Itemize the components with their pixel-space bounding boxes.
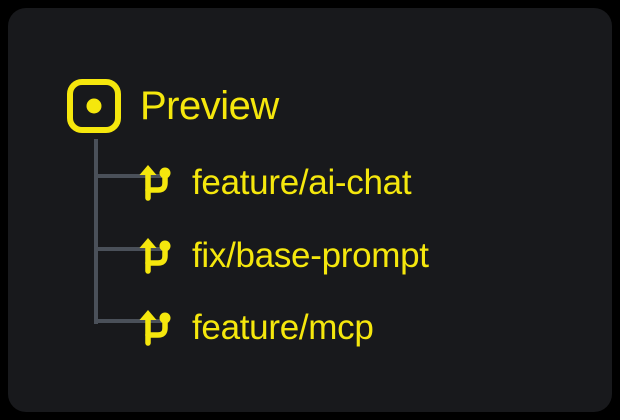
git-branch-icon <box>139 165 171 201</box>
tree-child-node[interactable]: fix/base-prompt <box>136 229 429 281</box>
preview-panel: Preview feature/ai-chat fix/base-prompt <box>8 8 612 412</box>
tree-child-node[interactable]: feature/ai-chat <box>136 156 412 208</box>
tree-child-node[interactable]: feature/mcp <box>136 301 374 353</box>
tree-child-label: feature/mcp <box>192 307 374 347</box>
tree-child-label: fix/base-prompt <box>192 235 429 275</box>
git-branch-icon <box>139 238 171 274</box>
tree-child-label: feature/ai-chat <box>192 162 412 202</box>
git-branch-icon <box>139 310 171 346</box>
preview-square-dot-icon <box>67 79 121 133</box>
tree-root-node[interactable]: Preview <box>66 70 279 142</box>
tree-root-label: Preview <box>140 84 279 128</box>
